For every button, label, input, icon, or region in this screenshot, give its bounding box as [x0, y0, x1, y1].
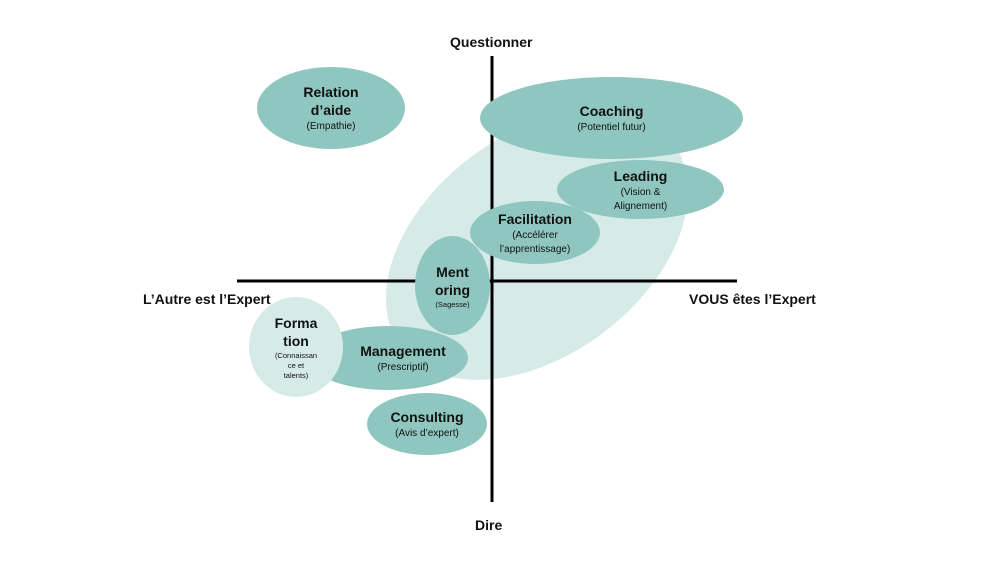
formation-title-line1: Forma: [274, 315, 318, 331]
mentoring-subtitle: (Sagesse): [435, 299, 470, 309]
relation-aide-title-line2: d’aide: [310, 102, 352, 118]
consulting-title: Consulting: [390, 409, 464, 425]
consulting-bubble: Consulting (Avis d’expert): [367, 393, 487, 455]
formation-title-line2: tion: [283, 333, 309, 349]
mentoring-bubble: Ment oring (Sagesse): [415, 236, 490, 335]
mentoring-title-line1: Ment: [436, 263, 469, 280]
formation-subtitle-line3: talents): [283, 371, 309, 380]
leading-subtitle-line1: (Vision &: [620, 186, 661, 198]
relation-aide-bubble: Relation d’aide (Empathie): [257, 67, 405, 149]
leading-title: Leading: [613, 167, 668, 184]
relation-aide-subtitle: (Empathie): [306, 121, 356, 132]
leading-bubble: Leading (Vision & Alignement): [557, 160, 724, 219]
facilitation-subtitle-line1: (Accélérer: [512, 229, 558, 241]
formation-bubble: Forma tion (Connaissan ce et talents): [249, 297, 343, 397]
formation-subtitle-line2: ce et: [287, 361, 305, 370]
facilitation-bubble: Facilitation (Accélérer l’apprentissage): [470, 201, 600, 264]
axis-label-bottom: Dire: [475, 517, 503, 533]
coaching-title: Coaching: [579, 103, 644, 119]
axis-label-right: VOUS êtes l’Expert: [689, 291, 816, 307]
leading-subtitle-line2: Alignement): [613, 200, 668, 212]
coaching-subtitle: (Potentiel futur): [577, 122, 646, 133]
management-title: Management: [360, 343, 446, 359]
formation-subtitle-line1: (Connaissan: [274, 351, 318, 360]
mentoring-title-line2: oring: [435, 281, 470, 298]
consulting-subtitle: (Avis d’expert): [395, 428, 459, 439]
management-subtitle: (Prescriptif): [377, 362, 429, 373]
relation-aide-title-line1: Relation: [303, 84, 359, 100]
axis-label-top: Questionner: [450, 34, 533, 50]
facilitation-subtitle-line2: l’apprentissage): [499, 243, 571, 255]
coaching-bubble: Coaching (Potentiel futur): [480, 77, 743, 159]
management-bubble: Management (Prescriptif): [308, 326, 468, 390]
axis-label-left: L’Autre est l’Expert: [143, 291, 271, 307]
facilitation-title: Facilitation: [498, 210, 572, 227]
